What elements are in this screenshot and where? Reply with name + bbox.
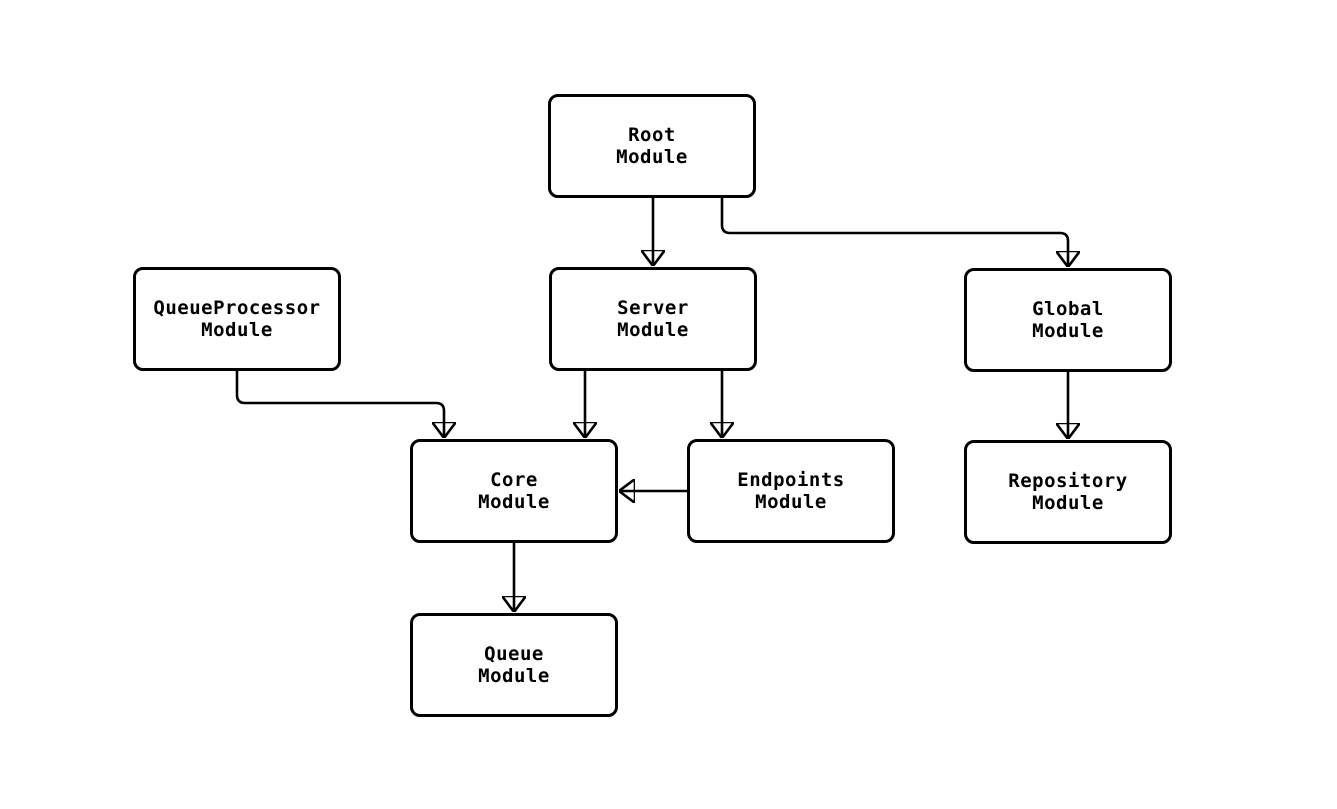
node-queueprocessor-module: QueueProcessor Module [133, 267, 341, 371]
edge-queueprocessor-to-core [235, 371, 444, 438]
node-root-module: Root Module [548, 94, 756, 198]
node-repository-module: Repository Module [964, 440, 1172, 544]
node-global-module: Global Module [964, 268, 1172, 372]
node-server-module: Server Module [549, 267, 757, 371]
node-core-module: Core Module [410, 439, 618, 543]
node-queue-module: Queue Module [410, 613, 618, 717]
node-endpoints-module: Endpoints Module [687, 439, 895, 543]
edge-root-to-global [720, 198, 1068, 267]
